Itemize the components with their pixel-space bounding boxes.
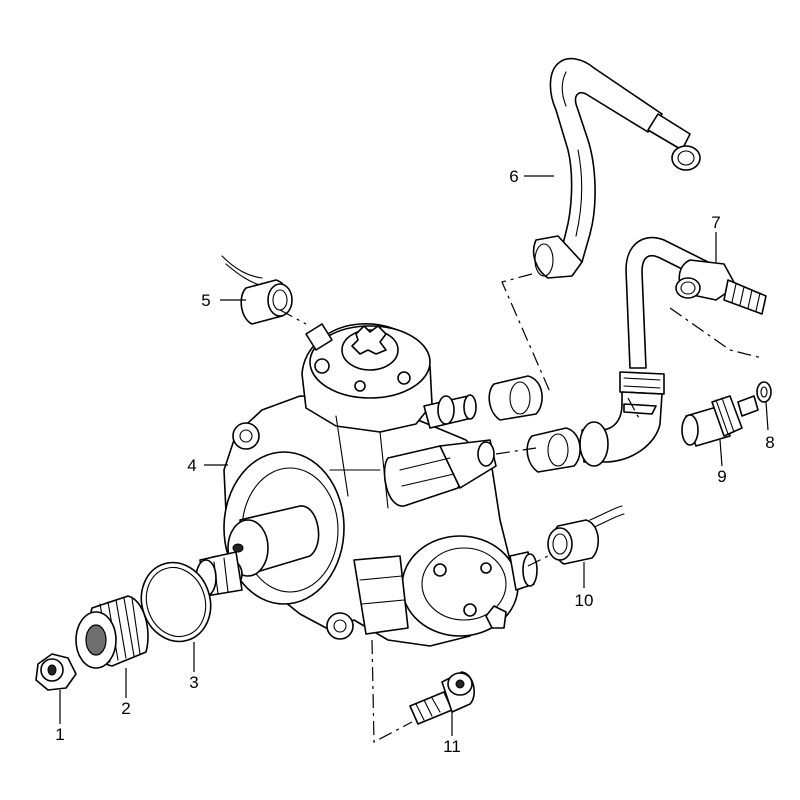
hose-clamps	[488, 375, 581, 473]
callout-2: 2	[121, 699, 130, 718]
part-10-sealing-cap	[547, 505, 625, 565]
callout-4: 4	[187, 456, 196, 475]
part-7-fuel-line	[579, 236, 767, 467]
callout-8: 8	[765, 433, 774, 452]
part-6-return-hose	[532, 57, 701, 279]
callout-10: 10	[575, 591, 594, 610]
part-4-high-pressure-pump	[195, 323, 538, 647]
part-8-seal-ring	[756, 381, 772, 403]
part-11-bolt	[409, 671, 475, 725]
callout-5: 5	[201, 291, 210, 310]
leader-lines	[59, 175, 769, 736]
callout-11: 11	[443, 737, 461, 756]
callout-6: 6	[509, 167, 518, 186]
assembly-lines	[279, 273, 763, 743]
callout-9: 9	[717, 467, 726, 486]
part-9-pressure-sensor	[681, 395, 759, 447]
part-1-nut	[35, 653, 77, 691]
callout-3: 3	[189, 673, 198, 692]
part-2-gear	[75, 595, 149, 669]
callout-labels: 1 2 3 4 5 6 7 8 9 10 11	[55, 167, 774, 756]
callout-7: 7	[711, 213, 720, 232]
part-5-sealing-cap	[221, 255, 293, 325]
callout-1: 1	[55, 725, 64, 744]
